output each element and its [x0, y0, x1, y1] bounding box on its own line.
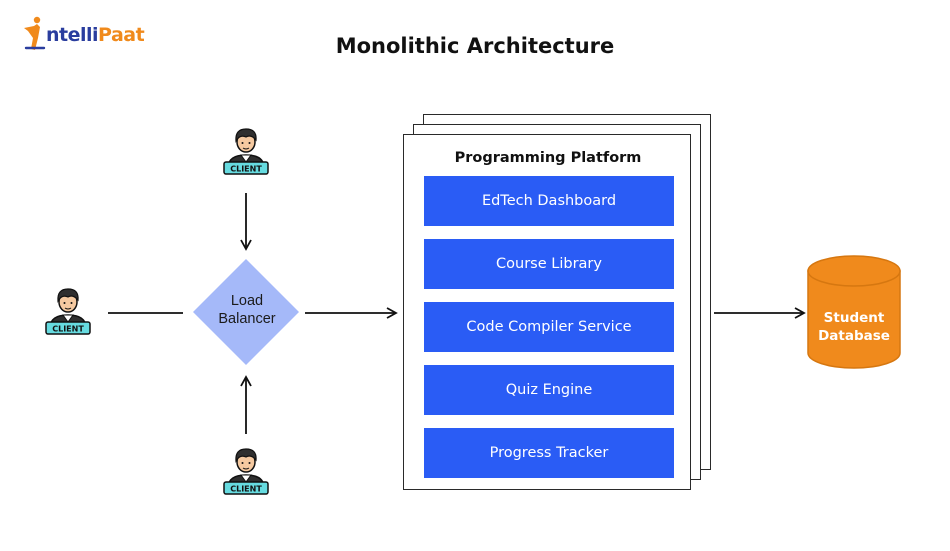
client-label: CLIENT: [230, 165, 262, 174]
module-edtech-dashboard: EdTech Dashboard: [424, 176, 674, 226]
intellipaat-logo: ntelliPaat: [20, 14, 160, 54]
client-person-icon: CLIENT: [223, 128, 269, 175]
database-label: Student Database: [806, 309, 902, 345]
load-balancer-label: Load Balancer: [195, 292, 299, 328]
load-balancer-diamond: [193, 259, 299, 365]
client-left: CLIENT: [38, 284, 98, 344]
client-label: CLIENT: [52, 325, 84, 334]
client-bottom: CLIENT: [216, 444, 276, 504]
database-cylinder-icon: [807, 255, 901, 369]
client-top: CLIENT: [216, 124, 276, 184]
database-line2: Database: [818, 328, 890, 344]
module-progress-tracker: Progress Tracker: [424, 428, 674, 478]
module-code-compiler-service: Code Compiler Service: [424, 302, 674, 352]
logo-text: ntelliPaat: [46, 24, 145, 46]
module-quiz-engine: Quiz Engine: [424, 365, 674, 415]
load-balancer-line1: Load: [230, 293, 264, 309]
logo-text-prefix: ntelli: [46, 24, 99, 46]
client-label: CLIENT: [230, 485, 262, 494]
client-person-icon: CLIENT: [45, 288, 91, 335]
platform-title: Programming Platform: [454, 150, 642, 166]
database-line1: Student: [823, 310, 885, 326]
person-i-logo-icon: [24, 16, 46, 50]
logo-text-suffix: Paat: [98, 24, 145, 46]
module-course-library: Course Library: [424, 239, 674, 289]
load-balancer-line2: Balancer: [218, 311, 276, 327]
page-title: Monolithic Architecture: [335, 34, 615, 58]
client-person-icon: CLIENT: [223, 448, 269, 495]
